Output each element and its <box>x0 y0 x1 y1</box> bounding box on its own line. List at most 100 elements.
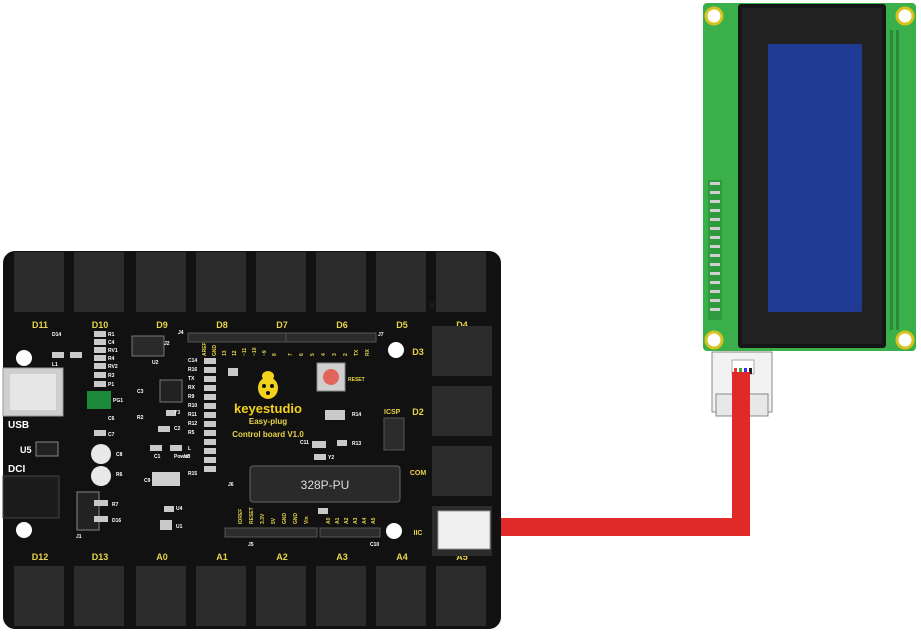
silk-label: R1 <box>108 332 115 338</box>
port-d7[interactable] <box>256 252 306 312</box>
silk-label: R11 <box>188 412 197 418</box>
silk-label: U4 <box>176 506 183 512</box>
pin-label: 8 <box>272 353 278 356</box>
pin-label: 5V <box>271 517 277 524</box>
silk-label: RV1 <box>108 348 118 354</box>
silk-label: Y3 <box>174 410 180 416</box>
silk-label: TX <box>188 376 195 382</box>
pin-label: A2 <box>344 517 350 524</box>
pin-label: AREF <box>202 342 208 356</box>
keyestudio-logo-icon <box>258 371 278 399</box>
board-iic-connector[interactable] <box>437 510 491 550</box>
pin-label: 5 <box>310 353 316 356</box>
pin-label: 12 <box>232 350 238 356</box>
port-a1[interactable] <box>196 566 246 626</box>
pin-label: ~11 <box>242 348 248 356</box>
pin-label: 7 <box>288 353 294 356</box>
port-label: COM <box>410 470 427 477</box>
silk-label: J2 <box>164 341 170 347</box>
pin-label: 4 <box>321 353 327 356</box>
port-a0[interactable] <box>136 566 186 626</box>
port-label: D6 <box>336 320 348 330</box>
port-d10[interactable] <box>74 252 124 312</box>
silk-label: C2 <box>174 426 181 432</box>
silk-label: C1 <box>154 454 161 460</box>
silk-label: R16 <box>188 367 197 373</box>
header-j5 <box>319 527 381 538</box>
mount-hole-icon <box>895 330 915 350</box>
pin-label: A4 <box>362 517 368 524</box>
port-label: D9 <box>156 320 168 330</box>
usb-label: USB <box>8 420 29 431</box>
mcu-chip <box>249 465 401 503</box>
port-label: A0 <box>156 552 168 562</box>
port-label: D3 <box>412 347 424 357</box>
pin-label: Vin <box>304 516 310 524</box>
port-d5[interactable] <box>376 252 426 312</box>
silkscreen-labels: D14L1R1C4RV1R4RV2R3P1PG1C6C7C8R6R7D16J1J… <box>52 330 384 548</box>
silk-label: C6 <box>108 416 115 422</box>
port-a5[interactable] <box>436 566 486 626</box>
silk-label: P1 <box>108 382 114 388</box>
port-d13[interactable] <box>74 566 124 626</box>
silk-label: R7 <box>112 502 119 508</box>
port-com[interactable] <box>432 446 492 496</box>
silk-label: L1 <box>52 362 58 368</box>
silk-label: L <box>188 446 191 452</box>
silk-label: Y2 <box>328 455 334 461</box>
port-label: IIC <box>414 530 423 537</box>
port-d6[interactable] <box>316 252 366 312</box>
port-d8[interactable] <box>196 252 246 312</box>
silk-label: D16 <box>112 518 121 524</box>
silk-label: J7 <box>378 332 384 338</box>
pin-label: 3 <box>332 353 338 356</box>
silk-label: R9 <box>188 394 195 400</box>
silk-label: R10 <box>188 403 197 409</box>
lcd-screen <box>768 44 862 312</box>
u5-label: U5 <box>20 445 32 455</box>
iic-cable[interactable] <box>462 372 750 536</box>
port-d3[interactable] <box>432 326 492 376</box>
port-label: D5 <box>396 320 408 330</box>
regulator-u5 <box>35 441 59 457</box>
fuse-p1 <box>87 391 111 409</box>
silk-label: R13 <box>352 441 361 447</box>
diode-d16 <box>76 491 100 531</box>
port-d4[interactable] <box>436 252 486 312</box>
silk-label: R12 <box>188 421 197 427</box>
silk-label: R6 <box>116 472 123 478</box>
reset-button-cap[interactable] <box>323 369 339 385</box>
header-j4 <box>285 332 377 343</box>
port-d11[interactable] <box>14 252 64 312</box>
silk-label: J1 <box>76 534 82 540</box>
dc-jack[interactable] <box>2 475 60 519</box>
header-j7 <box>224 527 318 538</box>
mount-hole-icon <box>388 342 404 358</box>
pin-label: 13 <box>222 350 228 356</box>
icsp-header <box>383 417 405 451</box>
pin-label: 3.3V <box>260 513 266 524</box>
port-d12[interactable] <box>14 566 64 626</box>
mount-hole-icon <box>895 6 915 26</box>
mount-hole-icon <box>16 522 32 538</box>
port-d2[interactable] <box>432 386 492 436</box>
port-a2[interactable] <box>256 566 306 626</box>
port-a4[interactable] <box>376 566 426 626</box>
silk-label: C4 <box>108 340 115 346</box>
mount-hole-icon <box>386 523 402 539</box>
smd-components <box>52 331 347 530</box>
pin-label: TX <box>354 349 360 356</box>
port-label: D2 <box>412 407 424 417</box>
port-d9[interactable] <box>136 252 186 312</box>
pin-label: ~10 <box>252 347 258 356</box>
pin-label: IOREF <box>238 509 244 524</box>
port-a3[interactable] <box>316 566 366 626</box>
silk-label: R3 <box>108 373 115 379</box>
port-label: D7 <box>276 320 288 330</box>
